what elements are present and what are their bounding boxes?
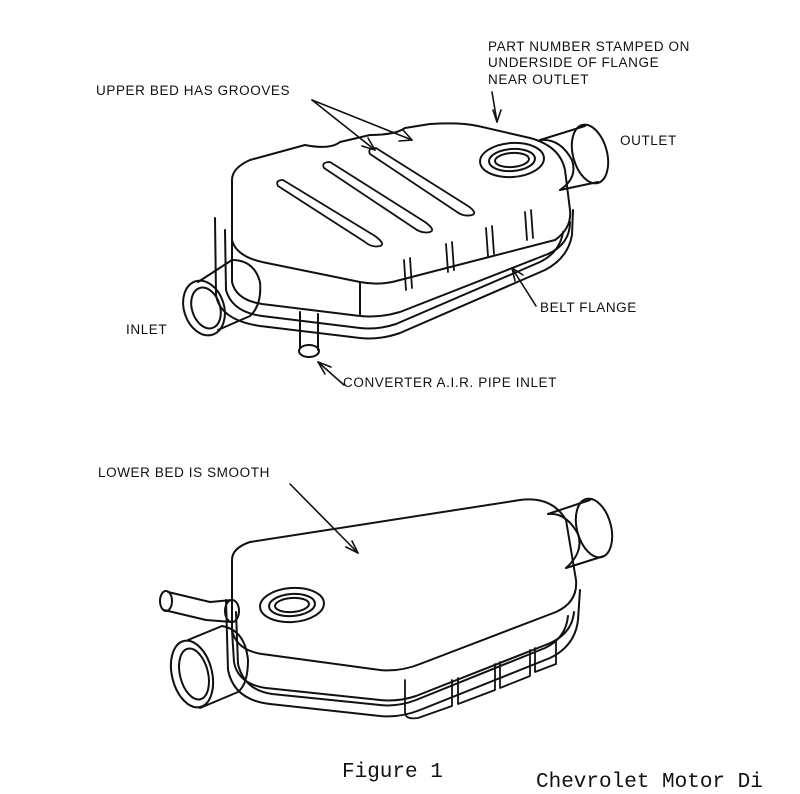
part-number-label-line-2: UNDERSIDE OF FLANGE — [488, 55, 660, 70]
inlet-label: INLET — [126, 322, 168, 337]
source-credit: Chevrolet Motor Di — [536, 771, 763, 794]
air-pipe-leader — [318, 362, 344, 385]
lower-outlet-pipe — [548, 495, 618, 568]
belt-flange-leader — [512, 268, 536, 306]
lower-shell-outline — [232, 499, 576, 670]
lower-bottom-ribs — [405, 640, 556, 718]
grooves-leader-2 — [312, 100, 412, 140]
upper-bed-grooves — [277, 148, 474, 247]
outlet-port-ring — [479, 141, 545, 179]
lower-bed-label: LOWER BED IS SMOOTH — [98, 465, 270, 480]
inlet-pipe — [176, 260, 260, 341]
lower-converter-drawing — [160, 495, 618, 719]
upper-shell-outline — [232, 123, 570, 283]
upper-converter-drawing — [176, 121, 614, 357]
air-pipe — [299, 312, 319, 357]
part-number-label-line-1: PART NUMBER STAMPED ON — [488, 39, 690, 54]
upper-bed-label: UPPER BED HAS GROOVES — [96, 83, 291, 98]
part-number-label-line-3: NEAR OUTLET — [488, 72, 590, 87]
air-pipe-label: CONVERTER A.I.R. PIPE INLET — [343, 375, 557, 390]
side-ribs — [404, 210, 533, 290]
grooves-leader-1 — [312, 100, 375, 150]
lower-inlet-pipe — [164, 626, 248, 712]
outlet-label: OUTLET — [620, 133, 677, 148]
lower-port-ring — [259, 586, 325, 624]
outlet-pipe — [540, 121, 614, 190]
figure-caption: Figure 1 — [342, 761, 443, 784]
belt-flange-outline — [215, 210, 573, 338]
lower-bed-leader — [290, 484, 358, 553]
leader-lines — [290, 92, 536, 553]
belt-flange-label: BELT FLANGE — [540, 300, 637, 315]
lower-air-pipe — [160, 591, 239, 622]
